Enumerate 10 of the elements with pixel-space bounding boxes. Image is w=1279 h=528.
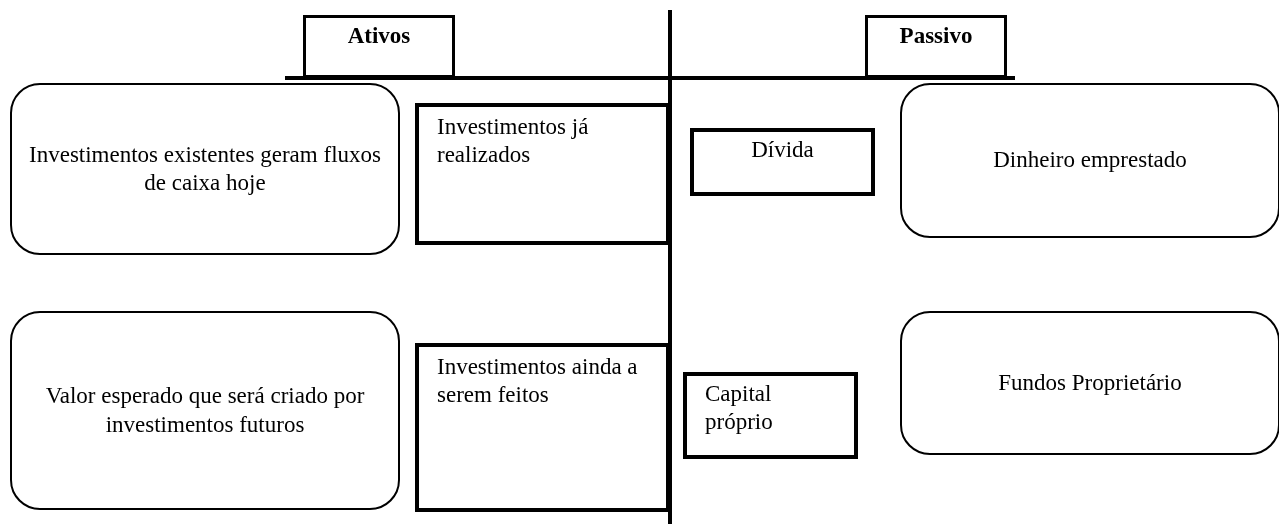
text-box: Dívida: [690, 128, 875, 196]
text-box: Capital próprio: [683, 372, 858, 459]
heading-box: Ativos: [303, 15, 455, 78]
text-box: Investimentos já realizados: [415, 103, 670, 245]
rounded-box: Valor esperado que será criado por investimentos futuros: [10, 311, 400, 510]
rounded-box: Dinheiro emprestado: [900, 83, 1279, 238]
heading-box: Passivo: [865, 15, 1007, 78]
text-box: Investimentos ainda a serem feitos: [415, 343, 670, 512]
rounded-box: Investimentos existentes geram fluxos de caixa hoje: [10, 83, 400, 255]
rounded-box: Fundos Proprietário: [900, 311, 1279, 455]
